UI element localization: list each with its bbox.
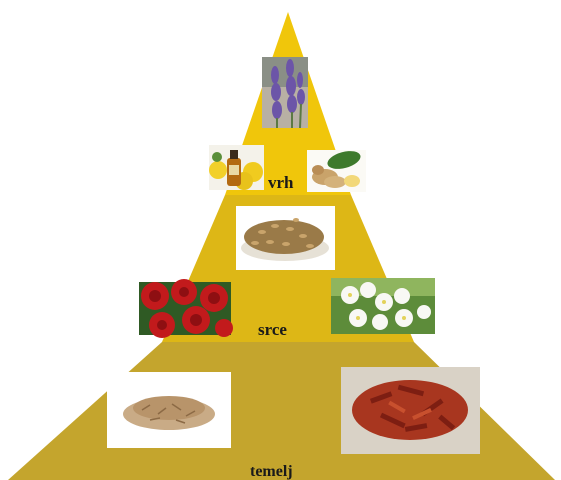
tier-label-heart: srce [258,320,287,339]
tier-label-top: vrh [268,173,294,192]
wood-shavings-photo [107,372,231,448]
lavender-photo [262,57,308,128]
red-roses-photo [139,279,233,338]
bottle-lemons-photo [209,145,264,190]
seeds-photo [236,206,335,270]
ginger-photo [307,148,366,192]
white-blossoms-photo [331,278,435,334]
tier-label-base: temelj [250,463,293,480]
red-wood-chips-photo [341,367,480,454]
